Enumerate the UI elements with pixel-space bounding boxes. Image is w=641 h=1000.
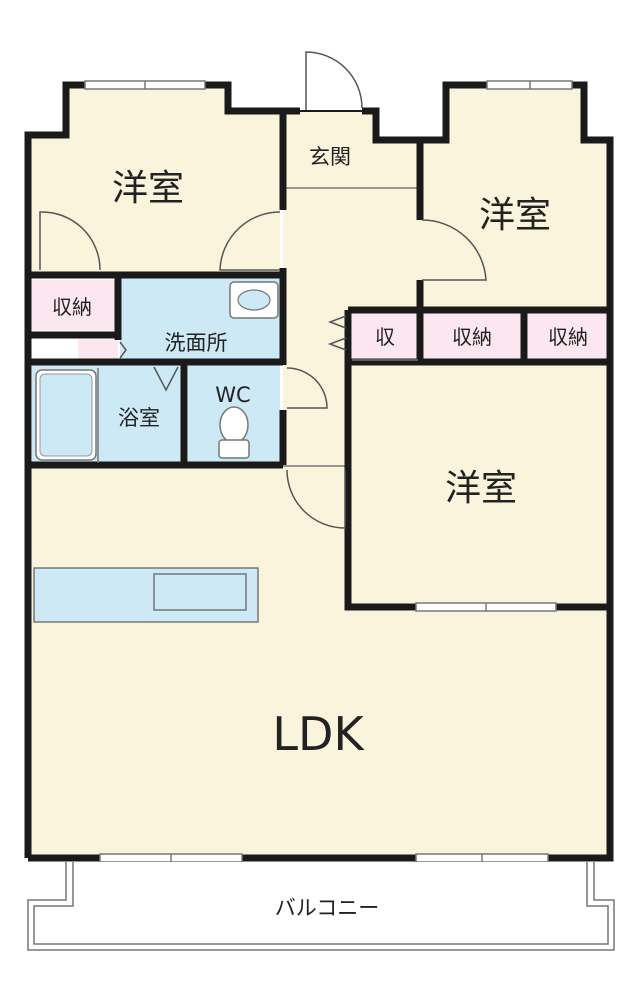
floor-western-room-middle	[350, 362, 610, 607]
balcony	[27, 862, 615, 951]
floor-storage-middle	[424, 312, 524, 360]
floor-storage-small	[352, 312, 418, 360]
door-room-hall	[219, 211, 281, 271]
floor-hall	[280, 111, 420, 530]
label-washroom: 洗面所	[165, 331, 228, 355]
floor-storage-small-left	[78, 340, 118, 362]
floor-western-room-top-right	[420, 85, 610, 308]
door-washroom	[119, 341, 127, 359]
label-entrance: 玄関	[309, 145, 351, 169]
floor-western-room-top-left	[28, 85, 280, 275]
label-toilet: WC	[215, 383, 250, 407]
label-western-room-middle: 洋室	[445, 468, 517, 509]
door-bathroom	[153, 366, 179, 392]
walls	[24, 81, 614, 862]
label-storage-middle: 収納	[452, 325, 492, 349]
label-western-room-top-right: 洋室	[479, 195, 551, 236]
label-storage-left: 収納	[52, 295, 92, 319]
doors	[39, 51, 487, 529]
kitchen-sink	[153, 573, 247, 611]
toilet-fixture	[218, 406, 250, 459]
labels: 洋室 洋室 洋室 玄関 洗面所 浴室 WC LDK バルコニー 収納 収 収納 …	[52, 145, 588, 920]
windows	[84, 80, 573, 863]
label-bathroom: 浴室	[118, 406, 160, 430]
label-storage-small: 収	[375, 325, 395, 349]
label-western-room-top-left: 洋室	[112, 168, 184, 209]
door-storage-small	[327, 315, 347, 351]
fixtures	[33, 281, 279, 623]
door-wc	[286, 367, 328, 409]
label-balcony: バルコニー	[275, 896, 380, 920]
floor-storage-right	[528, 312, 608, 360]
door-room-top-left	[39, 211, 101, 271]
door-room-top-right	[421, 219, 487, 281]
label-storage-right: 収納	[548, 325, 588, 349]
door-entrance	[305, 51, 363, 111]
floor-ldk	[28, 465, 610, 858]
label-ldk: LDK	[272, 707, 365, 761]
door-ldk	[286, 469, 346, 529]
floor-storage-left	[30, 280, 118, 330]
